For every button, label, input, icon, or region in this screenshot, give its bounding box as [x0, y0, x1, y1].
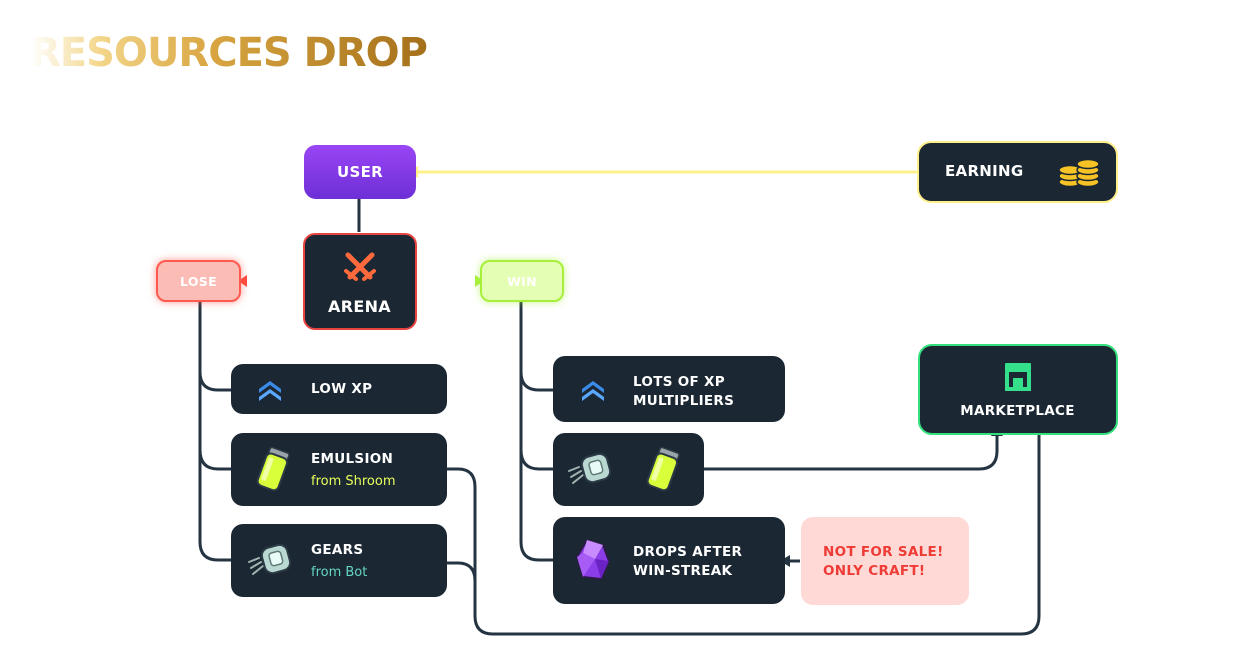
emulsion-label: EMULSION: [311, 451, 394, 467]
emulsion-vial-icon: [251, 445, 295, 495]
arena-node: ARENA: [303, 233, 417, 330]
lose-resources-to-marketplace-connector: [447, 434, 1041, 636]
low-xp-node: LOW XP: [231, 364, 447, 414]
emulsion-vial-icon: [641, 445, 685, 495]
gears-source: from Bot: [311, 565, 368, 580]
xp-multipliers-node: LOTS OF XP MULTIPLIERS: [553, 356, 785, 422]
gear-capsule-icon: [567, 447, 617, 491]
not-for-sale-line2: ONLY CRAFT!: [823, 563, 926, 579]
double-chevron-up-icon: [257, 376, 283, 402]
gears-to-loop-connector: [447, 561, 477, 582]
drops-line2: WIN-STREAK: [633, 563, 733, 579]
lose-branch-connectors: [198, 302, 232, 562]
not-for-sale-line1: NOT FOR SALE!: [823, 544, 944, 560]
lose-arrowhead: [238, 275, 247, 287]
emulsion-node: EMULSION from Shroom: [231, 433, 447, 506]
xp-multipliers-line2: MULTIPLIERS: [633, 393, 735, 409]
win-label: WIN: [507, 273, 537, 289]
gears-label: GEARS: [311, 542, 364, 558]
double-chevron-up-icon: [580, 376, 606, 402]
gear-capsule-icon: [247, 538, 297, 582]
lose-node: LOSE: [156, 260, 241, 302]
win-node: WIN: [480, 260, 564, 302]
xp-multipliers-line1: LOTS OF XP: [633, 374, 725, 390]
win-resources-node: [553, 433, 704, 506]
crossed-swords-icon: [342, 249, 378, 285]
purple-crystal-icon: [573, 537, 613, 583]
user-label: USER: [337, 162, 383, 181]
drops-node: DROPS AFTER WIN-STREAK: [553, 517, 785, 604]
gears-node: GEARS from Bot: [231, 524, 447, 597]
earning-label: EARNING: [945, 162, 1024, 180]
shop-icon: [1002, 360, 1034, 392]
drops-line1: DROPS AFTER: [633, 544, 743, 560]
arena-label: ARENA: [328, 297, 391, 316]
marketplace-label: MARKETPLACE: [960, 403, 1075, 419]
emulsion-source: from Shroom: [311, 474, 396, 489]
resources-to-marketplace-connector: [704, 436, 999, 471]
coin-stack-icon: [1057, 155, 1101, 189]
earning-node: EARNING: [917, 141, 1118, 203]
marketplace-node: MARKETPLACE: [918, 344, 1118, 435]
win-branch-connectors: [519, 302, 553, 562]
low-xp-label: LOW XP: [311, 381, 373, 397]
not-for-sale-note: NOT FOR SALE! ONLY CRAFT!: [801, 517, 969, 605]
lose-label: LOSE: [180, 273, 217, 289]
win-arrowhead: [475, 275, 484, 287]
page-title: RESOURCES DROP: [30, 30, 428, 76]
user-node: USER: [304, 145, 416, 199]
drops-arrowhead: [780, 555, 790, 567]
